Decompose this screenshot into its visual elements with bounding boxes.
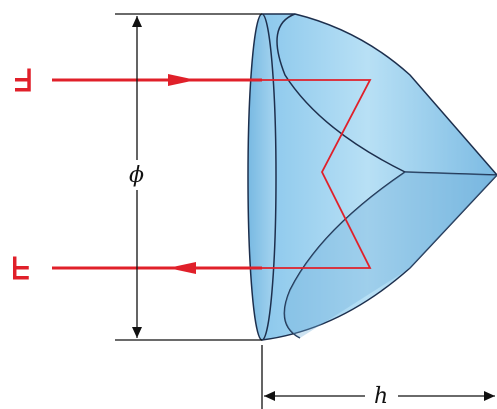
- diameter-dimension: ϕ: [115, 13, 262, 341]
- prism-front-face: [247, 13, 277, 341]
- height-label: h: [374, 384, 388, 409]
- outgoing-ray: [52, 262, 262, 274]
- prism-lower-facet-edge: [283, 171, 406, 339]
- incoming-ray-arrow-icon: [168, 74, 196, 86]
- height-dimension: h: [261, 345, 495, 409]
- outgoing-ray-label: ᖶ: [12, 252, 30, 287]
- diameter-label: ϕ: [129, 163, 144, 188]
- outgoing-ray-arrow-icon: [168, 262, 196, 274]
- prism-silhouette: [261, 13, 497, 341]
- incoming-ray: [52, 74, 262, 86]
- prism-upper-facet-edge: [276, 13, 406, 173]
- internal-ray-path: [262, 79, 372, 269]
- incoming-ray-label: ᖵ: [14, 64, 32, 99]
- prism: [247, 13, 497, 341]
- prism-apex-edge: [404, 171, 497, 176]
- prism-lower-facet-shade: [284, 172, 497, 338]
